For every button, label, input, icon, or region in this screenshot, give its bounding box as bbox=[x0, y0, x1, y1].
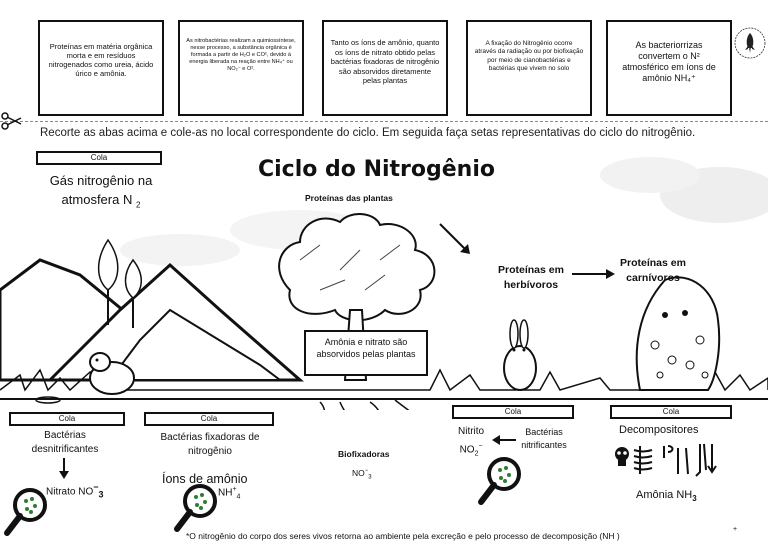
landscape-illustration bbox=[0, 157, 768, 410]
biofixadoras-label: Biofixadoras bbox=[338, 449, 390, 459]
carnivoros-line2: carnívoros bbox=[626, 272, 680, 284]
arrow-to-carnivores bbox=[572, 269, 615, 279]
no3-center-label: NO−3 bbox=[352, 465, 372, 484]
skeleton-bones-icon bbox=[615, 443, 717, 477]
absorvidos-box: Amônia e nitrato são absorvidos pelas pl… bbox=[304, 330, 428, 376]
desnitrificantes-label: Bactérias desnitrificantes bbox=[20, 429, 110, 457]
tab-card-text: Proteínas em matéria orgânica morta e em… bbox=[48, 42, 154, 78]
nh-sub: 4 bbox=[236, 493, 241, 501]
nitrificantes-line2: nitrificantes bbox=[521, 440, 567, 450]
no3-center-text: NO bbox=[352, 467, 365, 478]
absorvidos-text: Amônia e nitrato são absorvidos pelas pl… bbox=[316, 337, 416, 359]
herbivoros-line1: Proteínas em bbox=[498, 264, 564, 276]
cola-box-gas: Cola bbox=[36, 151, 162, 165]
nitrito-sub: 2 bbox=[474, 450, 479, 458]
magnifier-bacteria-icon bbox=[4, 488, 47, 536]
proteinas-herbivoros-label: Proteínas em herbívoros bbox=[490, 263, 572, 293]
nitrato-no3-label: Nitrato NO−3 bbox=[46, 480, 104, 501]
magnifier-bacteria-icon bbox=[174, 484, 217, 532]
scissors-icon bbox=[0, 112, 22, 130]
arrow-down-desnitrificantes bbox=[59, 458, 69, 479]
arrow-left-nitrificantes bbox=[492, 435, 516, 445]
amonia-text: Amônia NH bbox=[636, 489, 693, 501]
instruction-text: Recorte as abas acima e cole-as no local… bbox=[40, 127, 696, 139]
nitrito-line1: Nitrito bbox=[458, 426, 485, 437]
tab-lip bbox=[38, 20, 164, 32]
decompositores-label: Decompositores bbox=[619, 424, 699, 436]
rocket-icon bbox=[734, 27, 766, 59]
desnitrificantes-line1: Bactérias bbox=[44, 430, 86, 441]
gas-sub: 2 bbox=[135, 200, 141, 210]
proteinas-carnivoros-label: Proteínas em carnívoros bbox=[612, 256, 694, 286]
gas-line1: Gás nitrogênio na bbox=[49, 173, 153, 188]
no3-center-sup: − bbox=[364, 468, 369, 474]
footnote-text: *O nitrogênio do corpo dos seres vivos r… bbox=[186, 531, 620, 541]
tab-card-nitrobacterias: As nitrobactérias realizam a quimiossínt… bbox=[178, 20, 304, 116]
nitrato-sup: − bbox=[93, 482, 99, 492]
tab-card-proteinas-materia: Proteínas em matéria orgânica morta e em… bbox=[38, 20, 164, 116]
nitrito-sup: − bbox=[478, 443, 483, 450]
amonia-nh3-label: Amônia NH3 bbox=[636, 488, 697, 506]
cut-line bbox=[0, 121, 768, 122]
nitrato-sub: 3 bbox=[98, 489, 104, 500]
nitrato-text: Nitrato NO bbox=[46, 486, 94, 498]
nitrito-label: Nitrito NO2− bbox=[458, 424, 484, 461]
herbivoros-line2: herbívoros bbox=[503, 279, 559, 291]
tab-card-text: Tanto os íons de amônio, quanto os íons … bbox=[330, 38, 440, 85]
tab-lip bbox=[606, 20, 732, 32]
cola-box-fixadoras: Cola bbox=[144, 412, 274, 426]
fixadoras-line1: Bactérias fixadoras de bbox=[160, 432, 260, 443]
desnitrificantes-line2: desnitrificantes bbox=[31, 444, 99, 455]
fixadoras-line2: nitrogênio bbox=[188, 446, 232, 457]
ions-amonio-formula: NH+4 bbox=[218, 484, 240, 503]
tab-card-text: As nitrobactérias realizam a quimiossínt… bbox=[186, 38, 296, 72]
tab-lip bbox=[322, 20, 448, 32]
nitrificantes-line1: Bactérias bbox=[525, 427, 563, 437]
amonia-sub: 3 bbox=[692, 494, 697, 504]
tab-card-text: As bacteriorrizas convertem o N² atmosfé… bbox=[622, 40, 716, 83]
nh-sup: + bbox=[232, 486, 237, 493]
tab-card-ions-absorvidos: Tanto os íons de amônio, quanto os íons … bbox=[322, 20, 448, 116]
no3-center-sub: 3 bbox=[368, 474, 372, 481]
gas-nitrogenio-label: Gás nitrogênio na atmosfera N 2 bbox=[36, 171, 166, 215]
footnote-sup: + bbox=[733, 526, 738, 533]
tab-card-bacteriorrizas: As bacteriorrizas convertem o N² atmosfé… bbox=[606, 20, 732, 116]
tab-lip bbox=[178, 20, 304, 32]
nitrito-no: NO bbox=[459, 444, 475, 456]
carnivoros-line1: Proteínas em bbox=[620, 257, 686, 269]
ground-line bbox=[0, 398, 768, 400]
fixadoras-label: Bactérias fixadoras de nitrogênio bbox=[140, 431, 280, 459]
ions-amonio-text: Íons de amônio bbox=[162, 472, 248, 486]
page-title: Ciclo do Nitrogênio bbox=[258, 157, 495, 182]
nh-text: NH bbox=[218, 487, 233, 499]
tab-card-fixacao: A fixação do Nitrogênio ocorre através d… bbox=[466, 20, 592, 116]
tab-lip bbox=[466, 20, 592, 32]
cola-box-nitrificantes: Cola bbox=[452, 405, 574, 419]
magnifier-bacteria-icon bbox=[478, 457, 521, 505]
cola-box-decompositores: Cola bbox=[610, 405, 732, 419]
tab-card-text: A fixação do Nitrogênio ocorre através d… bbox=[474, 40, 584, 73]
proteinas-plantas-label: Proteínas das plantas bbox=[305, 193, 393, 203]
nitrificantes-label: Bactérias nitrificantes bbox=[512, 426, 576, 452]
rocket-logo bbox=[733, 26, 767, 60]
arrow-to-herbivores bbox=[439, 223, 470, 254]
cola-box-desnitrificantes: Cola bbox=[9, 412, 125, 426]
ions-amonio-label: Íons de amônio bbox=[162, 471, 247, 487]
gas-line2: atmosfera N bbox=[61, 192, 133, 207]
